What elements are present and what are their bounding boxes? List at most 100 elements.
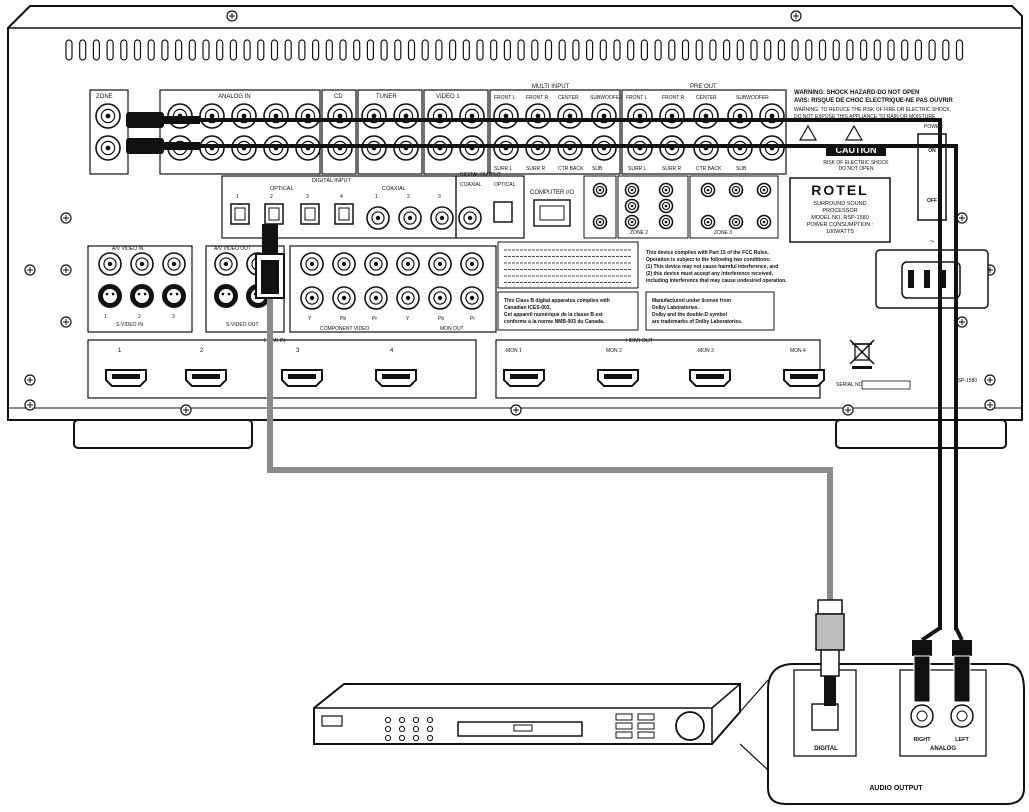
plate-line-3: MODEL NO. RSP-1580 xyxy=(811,215,869,221)
vent-slot xyxy=(339,39,347,61)
dolby-line-2: Dolby Laboratories. xyxy=(652,305,700,311)
multi-input-ch-4: SUBWOOFER xyxy=(590,95,623,101)
vent-slot xyxy=(312,39,320,61)
pre-out-ch-3: CENTER xyxy=(696,95,717,101)
plate-line-2: PROCESSOR xyxy=(822,208,857,214)
pre-out-low-4: SUB xyxy=(736,166,747,172)
vent-slot xyxy=(435,39,443,61)
vent-slot xyxy=(79,39,87,61)
vent-slot xyxy=(120,39,128,61)
optical-output-jack xyxy=(811,703,839,731)
mon-pb: Pb xyxy=(438,316,444,322)
tuner-label: TUNER xyxy=(376,94,397,100)
multi-input-ch-2: FRONT R xyxy=(526,95,549,101)
optical-input-jack xyxy=(300,203,320,225)
vent-slot xyxy=(722,39,731,61)
optical-num-2: 2 xyxy=(270,194,273,200)
vent-slot xyxy=(188,39,196,61)
vent-slot xyxy=(531,39,539,61)
warning-line-1: WARNING: SHOCK HAZARD-DO NOT OPEN xyxy=(794,90,919,96)
weee-bin-icon xyxy=(849,339,875,369)
vent-slot xyxy=(681,39,690,61)
dolby-line-4: are trademarks of Dolby Laboratories. xyxy=(652,319,743,325)
right-label: RIGHT xyxy=(913,737,931,743)
svideo-num-2: 2 xyxy=(138,314,141,320)
audio-output-title: AUDIO OUTPUT xyxy=(869,785,923,792)
vent-slot xyxy=(175,39,183,61)
optical-output-jack xyxy=(493,201,513,223)
digital-optical-cable xyxy=(267,248,833,628)
hdmi-in-num-4: 4 xyxy=(390,348,394,354)
coaxial-num-3: 3 xyxy=(438,194,441,200)
serial-field xyxy=(861,380,911,390)
vent-slot xyxy=(928,39,936,61)
vent-slot xyxy=(65,39,73,61)
pre-out-ch-2: FRONT R xyxy=(662,95,685,101)
vent-slot xyxy=(380,39,388,61)
power-button xyxy=(321,715,343,727)
vent-slot xyxy=(654,39,662,61)
computer-io-label: COMPUTER I/O xyxy=(530,190,574,196)
vent-slot xyxy=(572,39,580,61)
mon-out-label: MON OUT xyxy=(440,326,464,332)
digital-output-label: DIGITAL OUTPUT xyxy=(460,172,501,178)
hdmi-out-label: HDMI OUT xyxy=(626,338,654,344)
vent-slot xyxy=(846,39,854,61)
vent-slot xyxy=(695,39,703,61)
svg-text:Operation is subject to the fo: Operation is subject to the following tw… xyxy=(646,257,771,263)
video-label: VIDEO 1 xyxy=(436,94,460,100)
vent-slot xyxy=(503,39,511,61)
class-b-box xyxy=(497,291,639,331)
ventilation-slots xyxy=(65,39,964,61)
dolby-box xyxy=(645,291,775,331)
vent-slot xyxy=(668,39,676,61)
serial-label: SERIAL NO. xyxy=(836,382,864,388)
hdmi-in-num-3: 3 xyxy=(296,348,300,354)
left-label: LEFT xyxy=(955,737,969,743)
model-id: RSP-1580 xyxy=(954,378,977,384)
warning-line-3: WARNING: TO REDUCE THE RISK OF FIRE OR E… xyxy=(794,107,951,113)
vent-slot xyxy=(92,39,101,61)
power-off-label: OFF xyxy=(927,198,937,204)
optical-num-4: 4 xyxy=(340,194,343,200)
optical-plug-receiver xyxy=(262,224,278,254)
coaxial-label: COAXIAL xyxy=(382,186,406,192)
digital-input-label: DIGITAL INPUT xyxy=(312,178,351,184)
analog-output-box xyxy=(899,669,987,757)
rotel-label-plate xyxy=(789,177,891,243)
vent-slot xyxy=(599,39,607,61)
screws xyxy=(24,10,996,416)
vent-slot xyxy=(407,39,416,61)
vent-slot xyxy=(202,39,210,61)
vent-slot xyxy=(284,39,292,61)
dolby-line-1: Manufactured under license from xyxy=(652,298,731,304)
zone-label: ZONE xyxy=(96,94,113,100)
rca-plug-left xyxy=(952,640,972,656)
svg-text:This device complies with Part: This device complies with Part 15 of the… xyxy=(646,250,769,256)
vent-slot xyxy=(298,39,306,61)
video-jacks xyxy=(98,252,484,310)
caution-line-1: RISK OF ELECTRIC SHOCK xyxy=(823,160,889,166)
digital-label: DIGITAL xyxy=(814,746,838,752)
av-video-out-label: A/V VIDEO OUT xyxy=(214,246,251,252)
vent-slot xyxy=(229,39,237,61)
pre-out-low-3: CTR BACK xyxy=(696,166,722,172)
vent-slot xyxy=(859,39,868,61)
vent-slot xyxy=(106,39,114,61)
fcc-notice: This device complies with Part 15 of the… xyxy=(646,250,787,284)
vent-slot xyxy=(325,39,333,61)
vent-slot xyxy=(366,39,374,61)
vent-slot xyxy=(558,39,566,61)
analog-cable-right xyxy=(200,118,942,630)
svg-text:including interference that ma: including interference that may cause un… xyxy=(646,278,787,284)
vent-slot xyxy=(955,39,964,61)
optical-num-3: 3 xyxy=(306,194,309,200)
vent-slot xyxy=(462,39,470,61)
zone2-label: ZONE 2 xyxy=(630,230,648,236)
svg-text:~: ~ xyxy=(930,237,935,246)
vent-slot xyxy=(421,39,429,61)
vent-slot xyxy=(490,39,498,61)
multi-input-label: MULTI INPUT xyxy=(532,84,570,90)
svideo-in-label: S-VIDEO IN xyxy=(116,322,143,328)
